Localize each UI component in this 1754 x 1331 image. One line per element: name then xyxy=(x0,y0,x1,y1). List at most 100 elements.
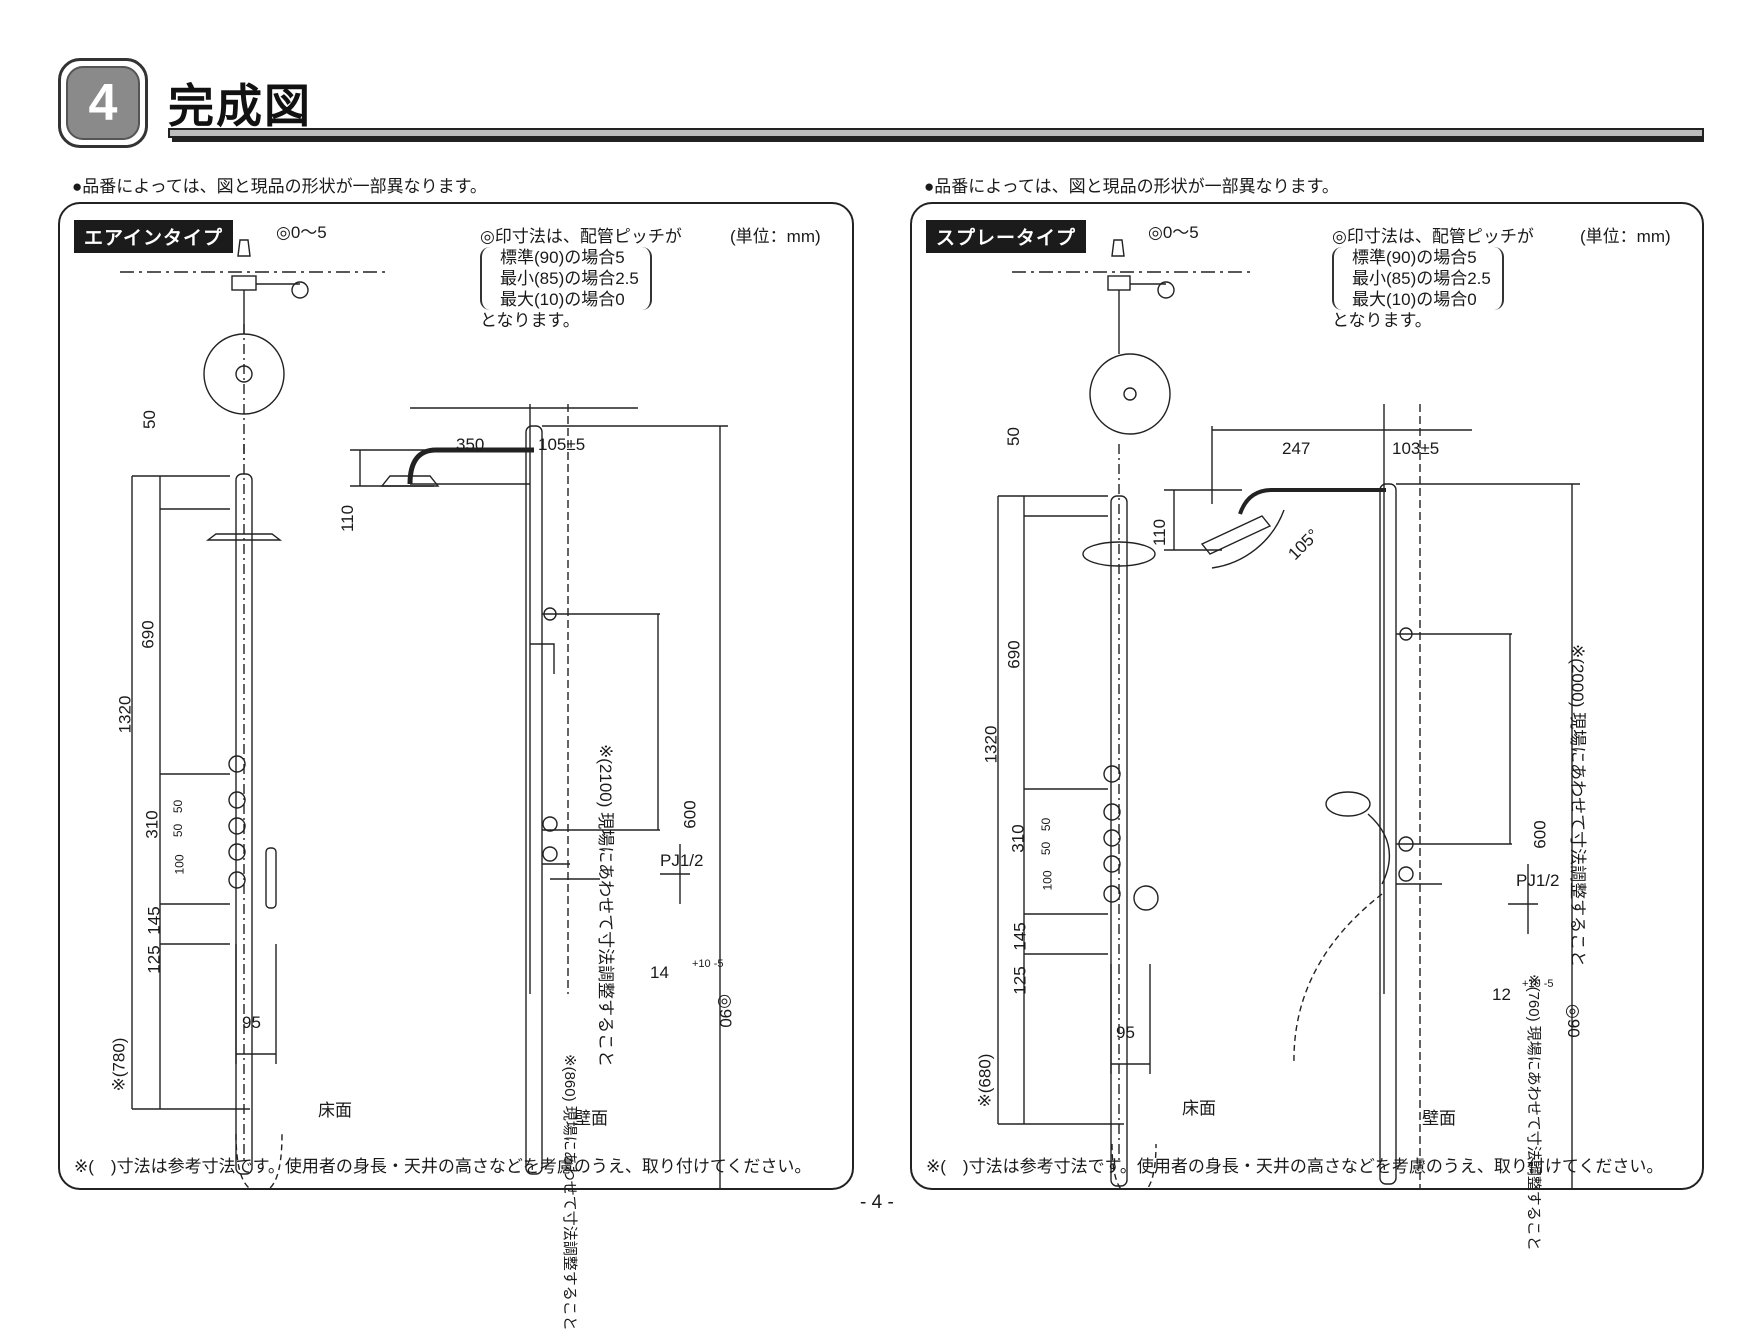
pitch-note: ◎印寸法は、配管ピッチが 標準(90)の場合5 最小(85)の場合2.5 最大(… xyxy=(480,226,682,331)
knob-5 xyxy=(1103,885,1121,903)
dim-pitch: ◎90 xyxy=(716,994,735,1028)
type-label: スプレータイプ xyxy=(926,220,1087,253)
pitch-note-line: 最大(10)の場合0 xyxy=(500,290,625,309)
dim-head-drop: 110 xyxy=(338,504,358,533)
dim-ref-floor: ※(680) xyxy=(975,1053,995,1108)
panel-spray: スプレータイプ ◎0～5 ◎印寸法は、配管ピッチが 標準(90)の場合5 最小(… xyxy=(910,202,1704,1251)
dim-ref-wall: ※(2000) 現場にあわせて寸法調整すること xyxy=(1568,644,1587,968)
pitch-note-line: 標準(90)の場合5 xyxy=(500,248,625,267)
dim-width: 95 xyxy=(1116,1023,1135,1042)
shower-head-front-icon xyxy=(1082,541,1156,567)
pitch-note-bracket: 標準(90)の場合5 最小(85)の場合2.5 最大(10)の場合0 xyxy=(1332,247,1504,310)
shower-head-front-icon xyxy=(205,533,283,541)
pitch-note-line: となります。 xyxy=(1332,311,1432,330)
footer-note: ※( )寸法は参考寸法です。使用者の身長・天井の高さなどを考慮のうえ、取り付けて… xyxy=(926,1157,1664,1176)
dim-total: 1320 xyxy=(981,725,1001,764)
title-rule-shadow xyxy=(172,138,1704,142)
dim-mid: 600 xyxy=(1530,820,1550,849)
dim-pipe: PJ1/2 xyxy=(1516,871,1560,890)
dim-small-a: 50 xyxy=(171,799,186,814)
dim-offset: 103±5 xyxy=(1392,439,1440,458)
knob-1 xyxy=(1103,765,1121,783)
dim-top: 50 xyxy=(139,410,159,429)
dim-valve-span: 310 xyxy=(1008,824,1028,853)
dim-bottom: 125 xyxy=(1010,966,1030,995)
side-spout-icon xyxy=(530,643,555,674)
dim-valve-span: 310 xyxy=(142,810,162,839)
dim-pitch: ◎90 xyxy=(1564,1004,1583,1038)
shower-column-front xyxy=(235,473,253,1175)
shower-column-side xyxy=(525,425,543,1175)
title-rule xyxy=(168,128,1704,138)
knob-4 xyxy=(228,843,246,861)
page-title: 完成図 xyxy=(168,80,312,132)
unit-label: (単位：mm) xyxy=(1580,227,1671,246)
dim-gap: 14 xyxy=(650,963,669,982)
dim-total: 1320 xyxy=(115,695,135,734)
dim-head-drop: 110 xyxy=(1150,518,1170,547)
knob-4 xyxy=(1103,855,1121,873)
dim-ref-wall: ※(2100) 現場にあわせて寸法調整すること xyxy=(596,744,615,1068)
type-label: エアインタイプ xyxy=(74,220,234,253)
hand-shower-front-icon xyxy=(265,847,277,909)
pitch-note-line: 最大(10)の場合0 xyxy=(1352,290,1477,309)
shower-head-top-icon xyxy=(1089,353,1171,435)
dim-bottom: 125 xyxy=(144,945,164,974)
pitch-note-line: 最小(85)の場合2.5 xyxy=(1352,269,1491,288)
knob-3 xyxy=(1103,829,1121,847)
pitch-note: ◎印寸法は、配管ピッチが 標準(90)の場合5 最小(85)の場合2.5 最大(… xyxy=(1332,226,1534,331)
angle-arc xyxy=(1211,509,1285,569)
hand-shower-side-icon xyxy=(1325,791,1371,817)
dim-ref-floor: ※(780) xyxy=(109,1037,129,1092)
dim-small-b: 50 xyxy=(1039,841,1054,856)
faucet-top-icon xyxy=(237,239,251,257)
dim-arm: 350 xyxy=(456,435,485,454)
dim-small-b: 50 xyxy=(171,823,186,838)
dim-offset: 105±5 xyxy=(538,435,586,454)
dim-arm: 247 xyxy=(1282,439,1311,458)
dim-width: 95 xyxy=(242,1013,261,1032)
dim-small-c: 100 xyxy=(172,854,187,875)
note-right: ●品番によっては、図と現品の形状が一部異なります。 xyxy=(924,177,1339,196)
page-number: - 4 - xyxy=(860,1192,894,1213)
dim-top: 50 xyxy=(1003,427,1023,446)
valve-body-icon xyxy=(231,275,257,291)
dim-lower: 145 xyxy=(144,906,164,935)
dim-ref-low: ※(860) 現場にあわせて寸法調整すること xyxy=(561,1054,578,1331)
pitch-note-line: 標準(90)の場合5 xyxy=(1352,248,1477,267)
dim-small-a: 50 xyxy=(1039,817,1054,832)
pitch-note-line: 最小(85)の場合2.5 xyxy=(500,269,639,288)
unit-label: (単位：mm) xyxy=(730,227,821,246)
dim-small-c: 100 xyxy=(1040,870,1055,891)
valve-knob-icon xyxy=(1157,281,1175,299)
shower-column-side xyxy=(1379,483,1397,1185)
spray-drawing xyxy=(997,239,1580,1188)
mark-range: ◎0～5 xyxy=(276,223,327,242)
dim-pipe: PJ1/2 xyxy=(660,851,704,870)
hand-shower-front-icon xyxy=(1133,885,1159,911)
section-number: 4 xyxy=(66,66,140,140)
panel-air-in: エアインタイプ ◎0～5 ◎印寸法は、配管ピッチが 標準(90)の場合5 最小(… xyxy=(58,202,854,1331)
pitch-note-line: ◎印寸法は、配管ピッチが xyxy=(1332,227,1534,246)
knob-1 xyxy=(228,755,246,773)
dim-lower: 145 xyxy=(1010,922,1030,951)
dim-mid: 600 xyxy=(680,800,700,829)
pitch-note-bracket: 標準(90)の場合5 最小(85)の場合2.5 最大(10)の場合0 xyxy=(480,247,652,310)
dim-shower-to-valve: 690 xyxy=(138,620,158,649)
shower-head-side-icon xyxy=(1200,515,1272,555)
wall-label: 壁面 xyxy=(574,1109,608,1128)
footer-note: ※( )寸法は参考寸法です。使用者の身長・天井の高さなどを考慮のうえ、取り付けて… xyxy=(74,1157,812,1176)
dim-tol: +10 -5 xyxy=(692,958,724,970)
knob-3 xyxy=(228,817,246,835)
valve-knob-icon xyxy=(291,281,309,299)
dim-gap: 12 xyxy=(1492,985,1511,1004)
floor-label: 床面 xyxy=(318,1101,352,1120)
air-in-drawing xyxy=(120,239,728,1188)
floor-label: 床面 xyxy=(1182,1099,1216,1118)
section-number-badge: 4 xyxy=(58,58,148,148)
knob-2 xyxy=(1103,803,1121,821)
pitch-note-line: ◎印寸法は、配管ピッチが xyxy=(480,227,682,246)
pitch-note-line: となります。 xyxy=(480,311,580,330)
dim-tol: +10 -5 xyxy=(1522,978,1554,990)
dim-shower-to-valve: 690 xyxy=(1004,640,1024,669)
